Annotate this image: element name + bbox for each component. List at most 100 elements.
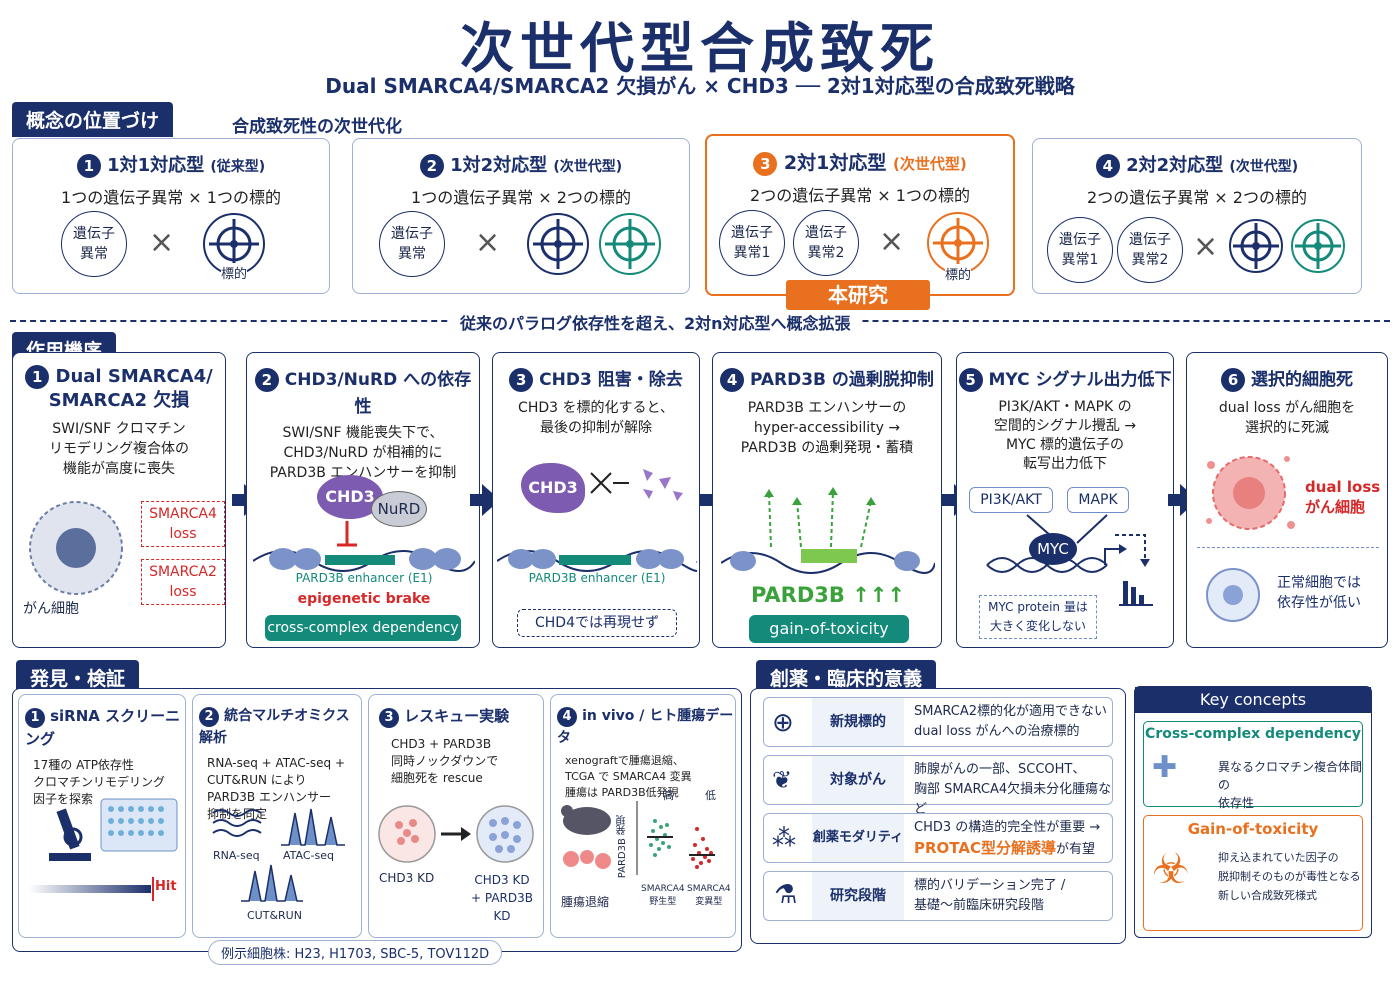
mechanism-step-3: 3 CHD3 阻害・除去 CHD3 を標的化すると、 最後の抑制が解除 CHD3…: [492, 352, 700, 648]
gene-circle: 遺伝子 異常1: [1047, 217, 1113, 283]
discovery-item-4: 4 in vivo / ヒト腫瘍データ xenograftで腫瘍退縮、 TCGA…: [550, 694, 736, 938]
row-text-part: が有望: [1055, 842, 1095, 857]
item-title-text: siRNA スクリーニング: [25, 707, 181, 748]
tumor-regression-label: 腫瘍退縮: [561, 895, 610, 909]
target-label: 標的: [221, 263, 248, 282]
number-badge: 6: [1221, 368, 1246, 392]
item-title: 2 統合マルチオミクス解析: [199, 705, 361, 747]
step-desc: dual loss がん細胞を 選択的に死滅: [1218, 400, 1356, 436]
item-title: 3 レスキュー実験: [379, 705, 543, 728]
item-title-text: レスキュー実験: [404, 707, 510, 725]
step-title: 1 Dual SMARCA4/ SMARCA2 欠損: [13, 365, 225, 413]
number-badge: 1: [76, 154, 101, 178]
degradation-icon: [590, 469, 683, 501]
number-badge: 5: [958, 368, 983, 392]
step-title-text: Dual SMARCA4/ SMARCA2 欠損: [48, 366, 213, 411]
gene-circle: 遺伝子 異常1: [719, 210, 785, 276]
mutant-label: SMARCA4 変異型: [687, 884, 731, 907]
normal-cell-icon: [1206, 568, 1260, 622]
number-badge: 2: [419, 154, 444, 178]
chromatin-icon: [253, 521, 475, 572]
discovery-item-3: 3 レスキュー実験 CHD3 + PARD3B 同時ノックダウンで 細胞死を r…: [368, 694, 544, 938]
number-badge: 2: [254, 368, 279, 392]
concept-card-title: 1 1対1対応型 (従来型): [13, 151, 329, 178]
mechanism-step-5: 5 MYC シグナル出力低下 PI3K/AKT・MAPK の 空間的シグナル攪乱…: [956, 352, 1174, 648]
mechanism-step-1: 1 Dual SMARCA4/ SMARCA2 欠損 SWI/SNF クロマチン…: [12, 352, 226, 648]
divider: [1197, 547, 1379, 548]
item-desc: xenograftで腫瘍退縮、 TCGA で SMARCA4 変異 腫瘍は PA…: [565, 754, 692, 799]
row-text-part: CHD3 の構造的完全性が重要 →: [914, 820, 1101, 835]
step-title-text: CHD3 阻害・除去: [539, 370, 683, 390]
step-title: 4 PARD3B の過剰脱抑制: [713, 365, 941, 392]
mapk-label: MAPK: [1067, 487, 1129, 513]
omics-icon: [212, 808, 345, 902]
step-title-text: MYC シグナル出力低下: [988, 370, 1172, 390]
row-text: SMARCA2標的化が適用できない dual loss がんへの治療標的: [914, 704, 1107, 739]
atac-seq-label: ATAC-seq: [283, 849, 334, 862]
step-title-text: 選択的細胞死: [1250, 370, 1353, 390]
number-badge: 1: [25, 708, 45, 728]
clinical-row: ❦ 対象がん 肺腺がんの一部、SCCOHT、 胸部 SMARCA4欠損未分化腫瘍…: [763, 755, 1113, 817]
concept-card-2: 2 1対2対応型 (次世代型) 1つの遺伝子異常 × 2つの標的 遺伝子 異常 …: [352, 138, 690, 294]
gene-circle: 遺伝子 異常2: [793, 210, 859, 276]
number-badge: 3: [379, 708, 399, 728]
times-icon: ×: [475, 225, 501, 260]
target-icon-teal: [599, 213, 661, 275]
chd4-note: CHD4では再現せず: [517, 609, 677, 637]
card-title-text: 2対2対応型: [1126, 155, 1224, 176]
card-title: Gain-of-toxicity: [1187, 820, 1319, 838]
hit-label: Hit: [155, 879, 177, 894]
dying-cell-icon: [1206, 456, 1295, 530]
number-badge: 4: [720, 368, 745, 392]
times-icon: ×: [149, 225, 175, 260]
number-badge: 3: [753, 152, 778, 176]
card-desc: 2つの遺伝子異常 × 1つの標的: [750, 186, 970, 205]
card-title-text: 1対1対応型: [107, 155, 205, 176]
number-badge: 4: [1095, 154, 1120, 178]
row-label: 対象がん: [812, 756, 904, 804]
cut-run-label: CUT&RUN: [247, 909, 302, 922]
step-title-text: CHD3/NuRD への依存性: [284, 370, 472, 417]
gene-circle: 遺伝子 異常: [61, 211, 127, 277]
myc-node: MYC: [1029, 533, 1077, 565]
concept-card-4: 4 2対2対応型 (次世代型) 2つの遺伝子異常 × 2つの標的 遺伝子 異常1…: [1032, 138, 1362, 294]
key-concepts-panel: Key concepts Cross-complex dependency ✚ …: [1134, 686, 1372, 938]
wildtype-label: SMARCA4 野生型: [641, 884, 685, 907]
step-desc: CHD3 を標的化すると、 最後の抑制が解除: [518, 400, 674, 436]
card-tag: (次世代型): [892, 155, 967, 173]
item-title-text: in vivo / ヒト腫瘍データ: [557, 708, 734, 746]
step-desc: PI3K/AKT・MAPK の 空間的シグナル攪乱 → MYC 標的遺伝子の 転…: [993, 399, 1137, 472]
step-title: 5 MYC シグナル出力低下: [957, 365, 1173, 392]
chd3-kd-label: CHD3 KD: [379, 871, 435, 885]
target-icon-teal: [1291, 219, 1345, 273]
card-title: Cross-complex dependency: [1145, 726, 1361, 742]
enhancer-label: PARD3B enhancer (E1): [295, 571, 433, 585]
normal-cell-label: 正常細胞では 依存性が低い: [1277, 575, 1361, 611]
lungs-icon: ❦: [772, 766, 793, 794]
dual-loss-label: dual loss がん細胞: [1305, 478, 1381, 516]
card-tag: (次世代型): [1229, 159, 1299, 175]
number-badge: 4: [557, 707, 577, 727]
row-label: 新規標的: [812, 698, 904, 746]
nurd-complex: NuRD: [371, 491, 427, 527]
target-label: 標的: [945, 264, 972, 283]
card-desc: 1つの遺伝子異常 × 2つの標的: [411, 188, 631, 207]
target-icon: [527, 213, 589, 275]
step-desc: PARD3B エンハンサーの hyper-accessibility → PAR…: [740, 400, 914, 456]
card-text: 抑え込まれていた因子の 脱抑制そのものが毒性となる 新しい合成致死様式: [1218, 851, 1361, 902]
low-label: 低: [705, 789, 716, 802]
times-icon: ×: [1193, 229, 1219, 264]
biohazard-icon: ☣: [1152, 844, 1190, 893]
puzzle-icon: ✚: [1152, 750, 1178, 785]
chd3-protein: CHD3: [521, 463, 585, 513]
row-label: 創薬モダリティ: [812, 814, 904, 862]
rna-seq-label: RNA-seq: [213, 849, 260, 862]
row-text: 標的バリデーション完了 / 基礎〜前臨床研究段階: [914, 878, 1066, 913]
high-label: 高: [663, 789, 674, 802]
discovery-item-2: 2 統合マルチオミクス解析 RNA-seq + ATAC-seq + CUT&R…: [192, 694, 362, 938]
row-label: 研究段階: [812, 872, 904, 920]
target-icon: ⊕: [772, 708, 794, 738]
myc-signaling-icon: [986, 514, 1153, 606]
step-desc: SWI/SNF 機能喪失下で、 CHD3/NuRD が相補的に PARD3B エ…: [269, 425, 457, 481]
step-title-text: PARD3B の過剰脱抑制: [749, 370, 934, 390]
